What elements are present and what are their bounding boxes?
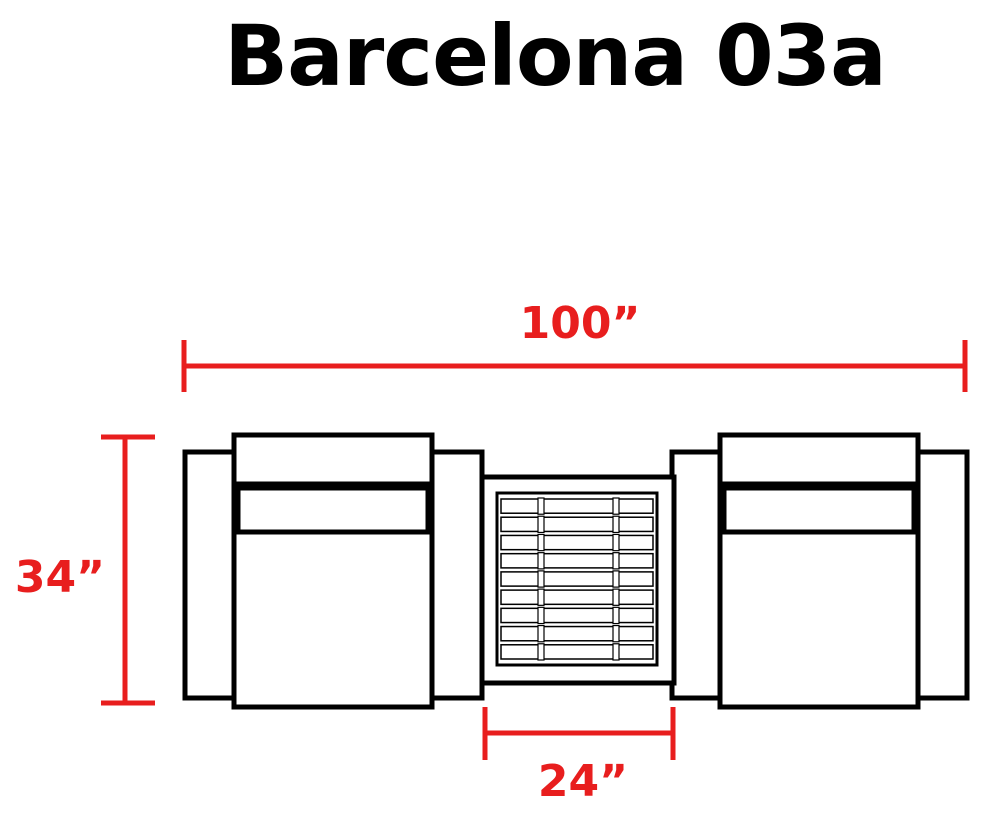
table-slat-support xyxy=(612,533,620,552)
table-slat-support xyxy=(612,624,620,643)
table-slat xyxy=(500,552,654,569)
center-table xyxy=(479,474,677,686)
table-slat-support xyxy=(537,552,545,570)
table-slat-support xyxy=(612,515,620,534)
table-slat-support xyxy=(537,497,545,515)
table-slat xyxy=(500,589,654,606)
table-slat xyxy=(500,534,654,551)
depth-dimension: 34” xyxy=(15,434,155,706)
table-slat-support xyxy=(537,643,545,661)
right-armchair-left-arm xyxy=(669,449,727,701)
right-armchair xyxy=(669,432,970,710)
table-slat-support xyxy=(537,570,545,588)
table-slat-support xyxy=(612,570,620,588)
table-slat xyxy=(500,625,654,642)
table-slat-support xyxy=(537,515,545,534)
table-slat-support xyxy=(612,588,620,606)
table-slat xyxy=(500,644,654,660)
left-armchair-body xyxy=(231,432,435,710)
table-slat xyxy=(500,498,654,514)
table-slat-support xyxy=(537,533,545,552)
table-slat-support xyxy=(612,643,620,661)
depth-label: 34” xyxy=(15,552,105,603)
diagram-title: Barcelona 03a xyxy=(224,7,887,105)
table-slat-support xyxy=(537,624,545,643)
table-slat-support xyxy=(612,552,620,570)
overall-width-label: 100” xyxy=(520,298,641,349)
right-armchair-right-arm xyxy=(914,449,970,701)
table-slat-support xyxy=(537,588,545,606)
table-slat-support xyxy=(612,497,620,515)
table-slat xyxy=(500,571,654,587)
left-armchair xyxy=(182,432,485,710)
left-armchair-right-arm xyxy=(429,449,485,701)
table-slats xyxy=(500,497,654,661)
table-width-label: 24” xyxy=(538,756,628,807)
table-width-dimension: 24” xyxy=(482,707,676,807)
overall-width-dimension: 100” xyxy=(181,298,968,392)
right-armchair-body xyxy=(717,432,921,710)
table-slat-support xyxy=(612,606,620,625)
left-armchair-back-cushion xyxy=(235,485,431,535)
right-armchair-back-cushion xyxy=(721,485,917,535)
table-slat-support xyxy=(537,606,545,625)
table-slat xyxy=(500,607,654,624)
left-armchair-left-arm xyxy=(182,449,240,701)
table-slat xyxy=(500,516,654,533)
